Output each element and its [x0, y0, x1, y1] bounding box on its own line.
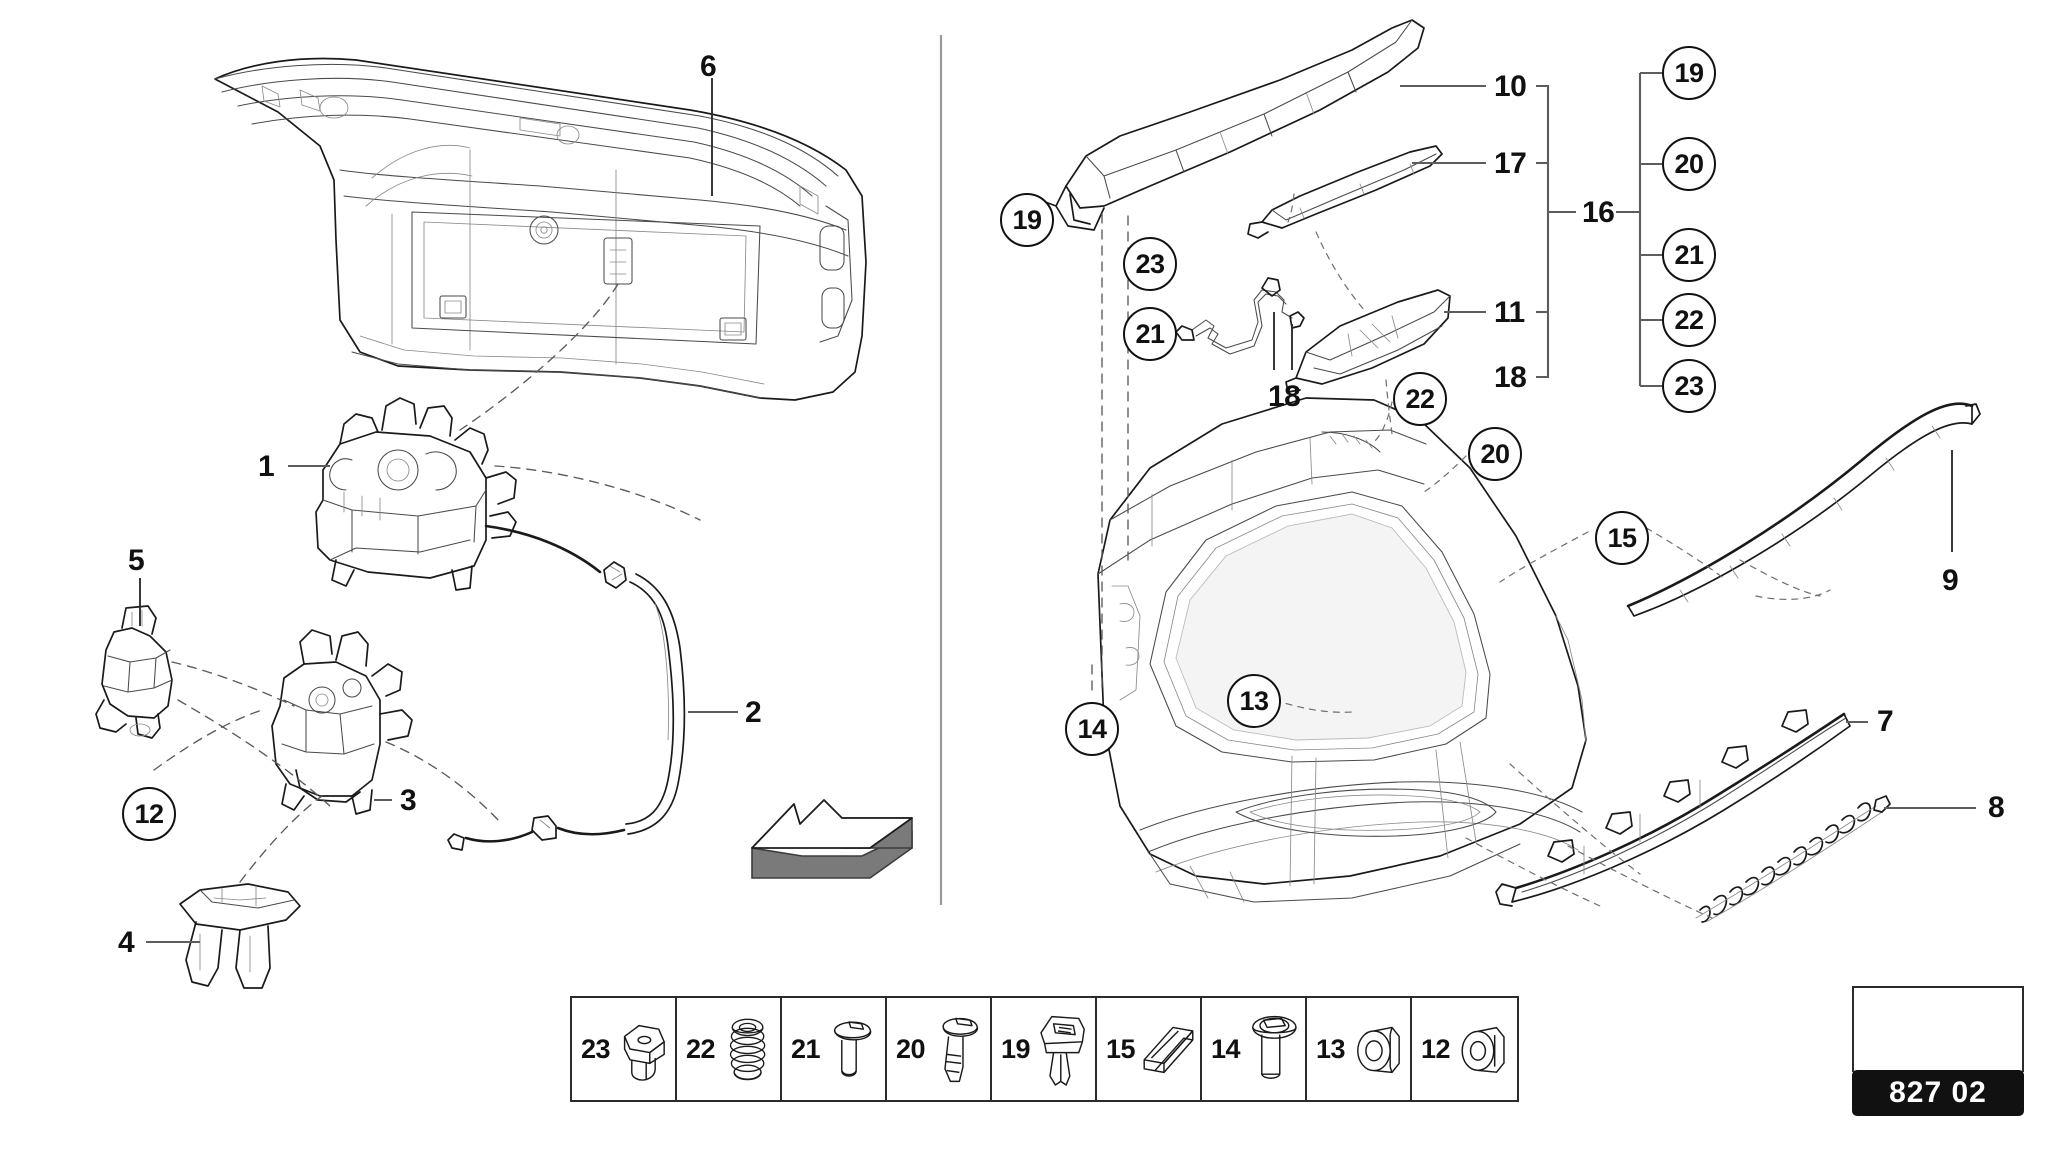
callout-circle-21-group: 21 — [1662, 228, 1716, 282]
legend-item-15: 15 — [1097, 998, 1202, 1100]
callout-18-group: 18 — [1494, 361, 1527, 394]
badge-arrow-frame — [1852, 986, 2024, 1072]
part-17-reinforcement-rail — [1247, 145, 1486, 239]
legend-item-14: 14 — [1202, 998, 1307, 1100]
hardware-legend: 23 22 — [570, 996, 1519, 1102]
part-6-tailgate-inner-panel — [214, 57, 867, 401]
legend-number: 19 — [1001, 1033, 1031, 1064]
grouping-brackets — [1536, 71, 1662, 388]
callout-circle-22-mid: 22 — [1393, 372, 1447, 426]
assembly-dashed-lines-right — [1091, 193, 1831, 919]
part-11-spoiler-center-trim — [1285, 289, 1486, 393]
callout-circle-19-group: 19 — [1662, 46, 1716, 100]
legend-number: 14 — [1211, 1033, 1241, 1064]
callout-circle-13: 13 — [1227, 674, 1281, 728]
legend-item-23: 23 — [572, 998, 677, 1100]
callout-18-harness: 18 — [1268, 380, 1301, 413]
expanding-clip-icon — [1032, 998, 1095, 1100]
part-5-catch-bracket — [95, 578, 173, 739]
part-9-rear-spoiler-lip — [1626, 402, 1981, 617]
direction-arrow-left — [751, 799, 913, 879]
part-4-striker-bracket — [146, 883, 301, 989]
flanged-nut-icon — [1347, 998, 1410, 1100]
callout-3: 3 — [400, 784, 417, 817]
part-8-lamborghini-script-badge — [1695, 795, 1976, 923]
washer-nut-icon — [1452, 998, 1517, 1100]
legend-number: 23 — [581, 1033, 611, 1064]
callout-circle-14: 14 — [1065, 702, 1119, 756]
part-code-badge: 827 02 — [1852, 986, 2024, 1116]
legend-number: 13 — [1316, 1033, 1346, 1064]
callout-8: 8 — [1988, 791, 2005, 824]
badge-code-plate: 827 02 — [1852, 1070, 2024, 1116]
legend-item-19: 19 — [992, 998, 1097, 1100]
legend-number: 12 — [1421, 1033, 1451, 1064]
hex-cap-nut-icon — [612, 998, 675, 1100]
part-2-release-cable — [447, 524, 738, 851]
legend-item-21: 21 — [782, 998, 887, 1100]
callout-circle-20-group: 20 — [1662, 137, 1716, 191]
callout-4: 4 — [118, 926, 135, 959]
callout-2: 2 — [745, 696, 762, 729]
callout-circle-12: 12 — [122, 787, 176, 841]
part-1-lock-actuator — [288, 397, 517, 591]
part-18-wiring-harness — [1175, 277, 1305, 370]
legend-item-13: 13 — [1307, 998, 1412, 1100]
callout-circle-19-left: 19 — [1000, 193, 1054, 247]
part-10-rear-wing-spoiler — [1035, 19, 1486, 231]
part-7-rear-trim-garnish — [1495, 709, 1868, 907]
legend-number: 20 — [896, 1033, 926, 1064]
callout-5: 5 — [128, 544, 145, 577]
legend-item-12: 12 — [1412, 998, 1517, 1100]
legend-number: 22 — [686, 1033, 716, 1064]
callout-16: 16 — [1582, 196, 1615, 229]
callout-circle-22-group: 22 — [1662, 293, 1716, 347]
callout-circle-21-left: 21 — [1123, 307, 1177, 361]
diagram-code: 827 02 — [1889, 1076, 1987, 1109]
callout-circle-15: 15 — [1595, 511, 1649, 565]
callout-circle-20-mid: 20 — [1468, 427, 1522, 481]
flange-head-bolt-icon — [1242, 998, 1305, 1100]
callout-10: 10 — [1494, 70, 1527, 103]
round-head-screw-icon — [822, 998, 885, 1100]
legend-number: 21 — [791, 1033, 821, 1064]
callout-6: 6 — [700, 50, 717, 83]
legend-number: 15 — [1106, 1033, 1136, 1064]
callout-7: 7 — [1877, 705, 1894, 738]
legend-item-20: 20 — [887, 998, 992, 1100]
part-3-tailgate-latch — [271, 629, 413, 815]
callout-17: 17 — [1494, 147, 1527, 180]
legend-item-22: 22 — [677, 998, 782, 1100]
callout-9: 9 — [1942, 564, 1959, 597]
callout-11: 11 — [1494, 296, 1525, 329]
coil-spring-grommet-icon — [717, 998, 780, 1100]
callout-circle-23-left: 23 — [1123, 237, 1177, 291]
tapered-stud-screw-icon — [927, 998, 990, 1100]
callout-circle-23-group: 23 — [1662, 359, 1716, 413]
callout-1: 1 — [258, 450, 275, 483]
flat-strip-pad-icon — [1137, 998, 1200, 1100]
assembly-dashed-lines-left — [153, 283, 701, 883]
